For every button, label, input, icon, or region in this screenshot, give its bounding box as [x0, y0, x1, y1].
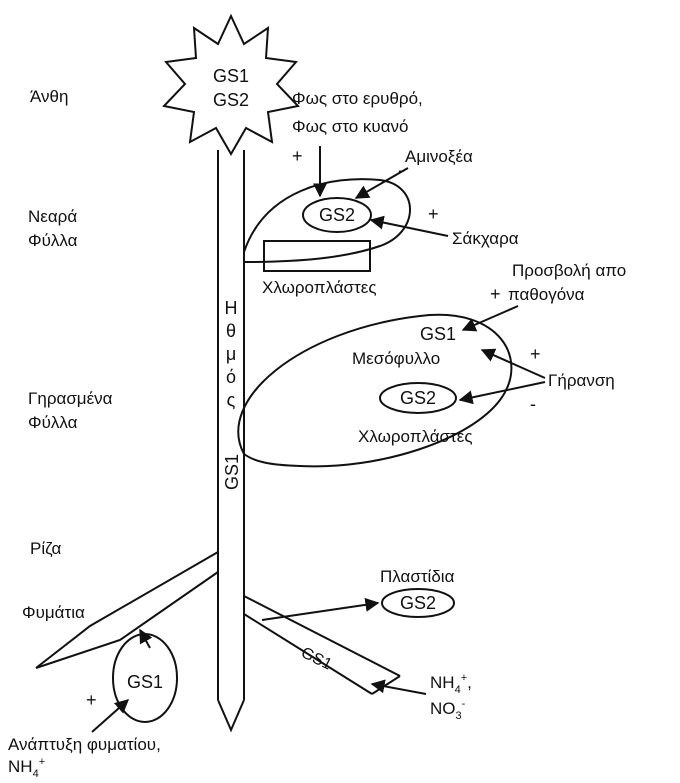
- amino-acids-label: Αμινοξέα: [405, 147, 473, 166]
- arrow-development-to-gs1: [92, 700, 128, 732]
- label-old-leaves-1: Γηρασμένα: [28, 389, 113, 408]
- young-gs2: GS2: [319, 205, 355, 225]
- old-minus-aging: -: [530, 394, 536, 414]
- light-red-label: Φως στο ερυθρό,: [292, 89, 423, 108]
- aging-label: Γήρανση: [548, 371, 615, 390]
- label-flowers: Άνθη: [30, 87, 68, 106]
- label-nodules: Φυμάτια: [22, 603, 85, 622]
- pathogen-label-1: Προσβολή απο: [512, 261, 626, 280]
- mesophyll-label: Μεσόφυλλο: [352, 349, 440, 368]
- pathogen-label-2: παθογόνα: [508, 285, 585, 304]
- young-plus-sugar: +: [428, 204, 439, 224]
- arrow-pathogen-to-gs1: [463, 306, 518, 330]
- nodule-development-label: Ανάπτυξη φυματίου,: [8, 735, 161, 754]
- stem: [218, 150, 244, 730]
- label-old-leaves-2: Φύλλα: [28, 413, 78, 432]
- stem-letter-2: θ: [226, 321, 236, 341]
- arrow-amino-to-gs2: [356, 168, 408, 198]
- young-chloroplast-box: [264, 241, 370, 271]
- nodule-gs1: GS1: [127, 672, 163, 692]
- nodule: GS1 +: [86, 630, 177, 732]
- arrow-root-to-plastids: [262, 603, 378, 620]
- label-young-leaves-1: Νεαρά: [28, 207, 77, 226]
- stem-letter-4: ό: [226, 367, 236, 387]
- arrow-nodule-to-root: [140, 630, 150, 648]
- plastids-gs2: GS2: [400, 593, 436, 613]
- old-gs1: GS1: [420, 324, 456, 344]
- old-plus-aging: +: [530, 344, 541, 364]
- flower-gs1: GS1: [213, 66, 249, 86]
- flower-star: GS1 GS2: [164, 16, 298, 154]
- stem-letter-1: Η: [225, 298, 238, 318]
- root-gs1: GS1: [298, 644, 334, 673]
- stem-gs1: GS1: [222, 454, 242, 490]
- nodule-nh4: NH4+: [8, 756, 45, 778]
- young-plus-light: +: [292, 146, 303, 166]
- young-chloroplasts-label: Χλωροπλάστες: [262, 278, 377, 297]
- light-blue-label: Φως στο κυανό: [292, 117, 408, 136]
- nodule-plus: +: [86, 690, 97, 710]
- root-nh4: NH4+,: [430, 672, 472, 696]
- young-leaf: GS2 Χλωροπλάστες Αμινοξέα Σάκχαρα + - +: [244, 146, 519, 297]
- flower-gs2: GS2: [213, 90, 249, 110]
- stem-letter-3: μ: [226, 344, 236, 364]
- plastids-label: Πλαστίδια: [380, 567, 455, 586]
- sugars-label: Σάκχαρα: [452, 229, 519, 248]
- old-plus-pathogen: +: [490, 284, 501, 304]
- root-no3: NO3-: [430, 698, 466, 722]
- label-root: Ρίζα: [30, 539, 61, 558]
- old-chloroplasts-label: Χλωροπλάστες: [358, 427, 473, 446]
- old-gs2: GS2: [400, 388, 436, 408]
- label-young-leaves-2: Φύλλα: [28, 231, 78, 250]
- stem-letter-5: ς: [227, 390, 236, 410]
